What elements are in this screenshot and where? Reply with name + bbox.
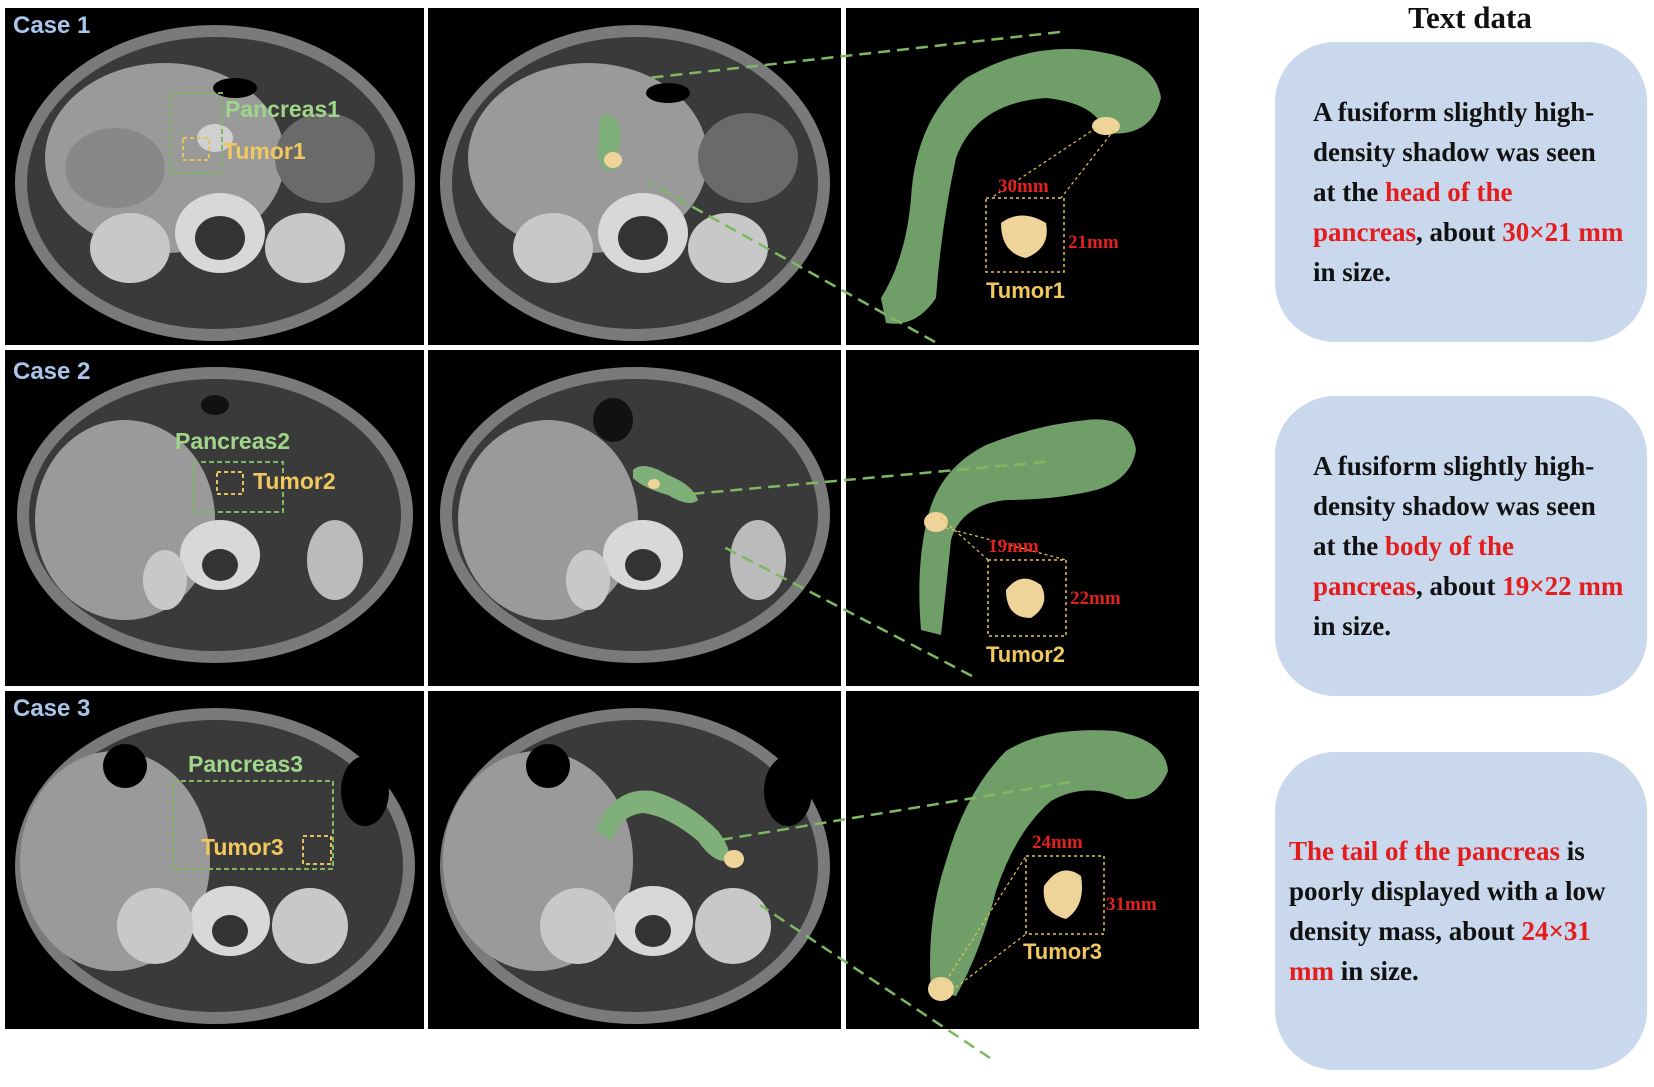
3d-model-case3: 24mm 31mm Tumor3 bbox=[846, 691, 1199, 1029]
tumor-segmentation bbox=[724, 850, 744, 868]
report-text-part: in size. bbox=[1333, 956, 1419, 986]
report-text-part: in size. bbox=[1313, 611, 1391, 641]
ct-image bbox=[440, 708, 830, 1024]
tumor-3d-small bbox=[924, 512, 948, 532]
tumor-height-dimension: 22mm bbox=[1070, 588, 1121, 609]
3d-render bbox=[928, 730, 1168, 1001]
tumor-3d-small bbox=[1092, 117, 1120, 135]
report-text-part: , about bbox=[1416, 571, 1503, 601]
ct-image bbox=[440, 367, 830, 663]
report-text-part: is poorly displayed with a low density m… bbox=[1289, 836, 1606, 946]
report-text-part: A fusiform slightly high-density shadow … bbox=[1313, 97, 1596, 207]
report-text: A fusiform slightly high-density shadow … bbox=[1313, 92, 1625, 292]
tumor-size: 24×31 mm bbox=[1289, 916, 1591, 986]
3d-model-case2: 19mm 22mm Tumor2 bbox=[846, 350, 1199, 686]
3d-model-case1: 30mm 21mm Tumor1 bbox=[846, 8, 1199, 345]
tumor-3d-label: Tumor1 bbox=[986, 278, 1066, 303]
tumor-segmentation bbox=[648, 479, 660, 489]
tumor-segmentation bbox=[604, 152, 622, 168]
3d-render bbox=[881, 48, 1161, 324]
tumor-3d-label: Tumor2 bbox=[986, 642, 1066, 667]
pancreas-label: Pancreas1 bbox=[225, 96, 341, 122]
ct-scan-case2-segmented bbox=[428, 350, 841, 686]
tumor-height-dimension: 31mm bbox=[1106, 894, 1157, 915]
tumor-width-dimension: 30mm bbox=[998, 176, 1049, 197]
pancreas-label: Pancreas3 bbox=[188, 751, 304, 777]
tumor-label: Tumor1 bbox=[223, 138, 306, 164]
tumor-size: 19×22 mm bbox=[1502, 571, 1624, 601]
report-text-part: in size. bbox=[1313, 257, 1391, 287]
ct-image bbox=[15, 25, 415, 341]
case-label: Case 3 bbox=[13, 695, 91, 722]
case-label: Case 1 bbox=[13, 12, 91, 39]
tumor-label: Tumor3 bbox=[201, 834, 284, 860]
case-label: Case 2 bbox=[13, 358, 91, 385]
report-text: A fusiform slightly high-density shadow … bbox=[1313, 446, 1625, 646]
text-box-case3: The tail of the pancreas is poorly displ… bbox=[1275, 752, 1647, 1070]
tumor-width-dimension: 24mm bbox=[1032, 832, 1083, 853]
tumor-location: head of the pancreas bbox=[1313, 177, 1513, 247]
ct-scan-case1-segmented bbox=[428, 8, 841, 345]
ct-scan-case2-annotated: Case 2 Pancreas2 Tumor2 bbox=[5, 350, 424, 686]
pancreas-label: Pancreas2 bbox=[175, 428, 291, 454]
tumor-3d-small bbox=[928, 977, 954, 1001]
ct-image bbox=[15, 708, 415, 1024]
tumor-label: Tumor2 bbox=[253, 468, 336, 494]
tumor-location: The tail of the pancreas bbox=[1289, 836, 1560, 866]
tumor-height-dimension: 21mm bbox=[1068, 232, 1119, 253]
text-data-header: Text data bbox=[1408, 0, 1532, 35]
ct-scan-case3-annotated: Case 3 Pancreas3 Tumor3 bbox=[5, 691, 424, 1029]
tumor-3d-label: Tumor3 bbox=[1023, 939, 1103, 964]
report-text: The tail of the pancreas is poorly displ… bbox=[1289, 831, 1625, 991]
text-box-case1: A fusiform slightly high-density shadow … bbox=[1275, 42, 1647, 342]
tumor-3d-zoom bbox=[1001, 215, 1047, 258]
report-text-part: , about bbox=[1416, 217, 1503, 247]
ct-scan-case1-annotated: Case 1 Pancreas1 Tumor1 bbox=[5, 8, 424, 345]
tumor-3d-zoom bbox=[1043, 870, 1082, 919]
tumor-width-dimension: 19mm bbox=[988, 536, 1039, 557]
tumor-location: body of the pancreas bbox=[1313, 531, 1514, 601]
report-text-part: A fusiform slightly high-density shadow … bbox=[1313, 451, 1596, 561]
ct-image bbox=[17, 367, 413, 663]
text-box-case2: A fusiform slightly high-density shadow … bbox=[1275, 396, 1647, 696]
3d-render bbox=[919, 419, 1136, 637]
ct-image bbox=[440, 25, 830, 341]
pancreas-segmentation bbox=[596, 790, 730, 862]
tumor-3d-zoom bbox=[1006, 578, 1045, 618]
tumor-size: 30×21 mm bbox=[1502, 217, 1624, 247]
ct-scan-case3-segmented bbox=[428, 691, 841, 1029]
pancreas-3d bbox=[881, 48, 1161, 324]
